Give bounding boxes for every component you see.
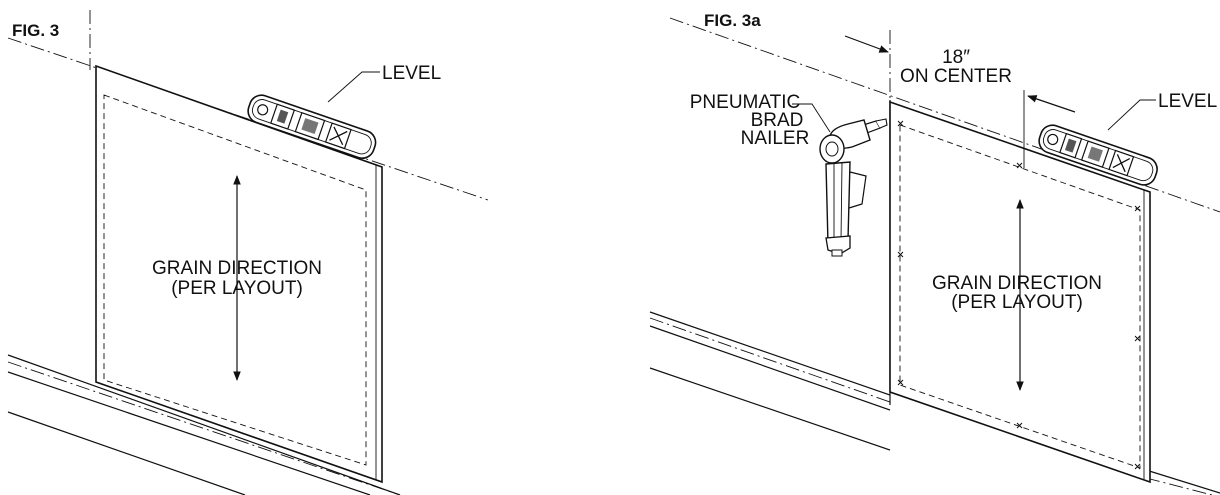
grain-direction-label: GRAIN DIRECTION <box>152 258 322 279</box>
floor-line-1 <box>7 354 401 495</box>
spacing-value: 18″ <box>942 47 970 68</box>
figure-3-title: FIG. 3 <box>12 21 59 40</box>
grain-direction-label: GRAIN DIRECTION <box>932 273 1102 294</box>
floor-line-right-1 <box>1145 469 1220 494</box>
nailer-leader-line <box>792 103 831 133</box>
floor-line-3a <box>649 325 891 411</box>
floor-line-4 <box>7 411 246 495</box>
level-label: LEVEL <box>1158 91 1217 112</box>
figure-3: FIG. 3 GRAIN DIRECTION (PER LAYOUT) <box>7 10 489 495</box>
brad-nailer <box>819 118 888 257</box>
floor-line-2a <box>649 317 891 403</box>
tool-label-line1: PNEUMATIC <box>690 92 800 113</box>
panel-inset <box>103 94 367 466</box>
level-label: LEVEL <box>382 63 441 84</box>
figure-3a: FIG. 3a GRAIN DIRECTION (P <box>649 11 1220 495</box>
floor-line-4a <box>649 367 891 451</box>
dimension-arrow-left <box>844 35 889 53</box>
level-tool <box>1038 124 1158 186</box>
tool-label-line2: BRAD <box>751 110 804 131</box>
nail-marks <box>897 120 1141 470</box>
figure-3a-title: FIG. 3a <box>704 11 761 30</box>
floor-line-1a <box>649 311 891 396</box>
floor-line-3 <box>7 371 371 495</box>
level-leader-line <box>327 71 380 103</box>
level-tool <box>247 94 377 159</box>
level-leader-line <box>1107 99 1156 131</box>
grain-direction-sublabel: (PER LAYOUT) <box>171 278 303 299</box>
panel-inset <box>899 124 1141 469</box>
floor-line-2 <box>7 361 401 495</box>
tool-label-line3: NAILER <box>741 128 810 149</box>
dimension-arrow-right <box>1027 95 1076 113</box>
floor-line-right-2 <box>1145 477 1213 495</box>
grain-direction-sublabel: (PER LAYOUT) <box>951 292 1083 313</box>
spacing-label: ON CENTER <box>900 66 1012 87</box>
